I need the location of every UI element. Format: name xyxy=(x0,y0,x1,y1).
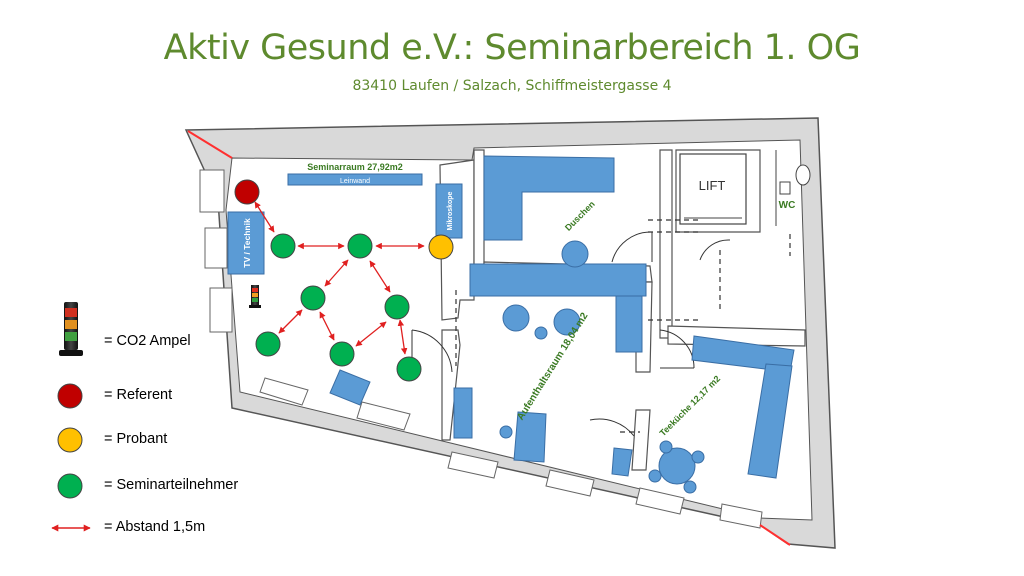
left-windows xyxy=(199,169,233,333)
distance-arrows xyxy=(254,201,425,355)
legend-co2-label: = CO2 Ampel xyxy=(104,333,191,349)
label-seminarraum: Seminarraum 27,92m2 xyxy=(307,162,403,172)
toilet-icon xyxy=(795,164,811,186)
participant-marker xyxy=(300,285,326,311)
page-subtitle: 83410 Laufen / Salzach, Schiffmeistergas… xyxy=(352,78,672,94)
probant-marker xyxy=(428,234,454,260)
corner-marker-bottom xyxy=(759,524,791,546)
participant-marker xyxy=(396,356,422,382)
legend-probant-icon xyxy=(57,427,83,453)
participant-marker xyxy=(270,233,296,259)
lift-box xyxy=(679,153,747,225)
aufenthalt-counter xyxy=(469,263,647,297)
people-markers xyxy=(234,179,454,382)
sink-icon xyxy=(779,181,791,195)
legend-teilnehmer-label: = Seminarteilnehmer xyxy=(104,477,239,493)
participant-marker xyxy=(347,233,373,259)
legend-probant-label: = Probant xyxy=(104,431,168,447)
corner-marker-top xyxy=(187,130,233,159)
participant-marker xyxy=(329,341,355,367)
duschen-round xyxy=(561,240,589,268)
aufenthalt-corner xyxy=(611,447,633,477)
duschen-counter xyxy=(483,155,615,241)
participant-marker xyxy=(255,331,281,357)
wc-label: WC xyxy=(779,200,796,211)
referent-marker xyxy=(234,179,260,205)
label-tv-technik: TV / Technik xyxy=(242,218,252,268)
legend-referent-label: = Referent xyxy=(104,387,173,403)
label-leinwand: Leinwand xyxy=(340,178,370,185)
teekueche-counter-side xyxy=(747,363,793,479)
legend-teilnehmer-icon xyxy=(57,473,83,499)
participant-marker xyxy=(384,294,410,320)
furniture xyxy=(227,155,795,494)
legend-co2-icon xyxy=(59,302,83,356)
legend-referent-icon xyxy=(57,383,83,409)
legend-abstand-label: = Abstand 1,5m xyxy=(104,519,206,535)
bottom-windows xyxy=(259,377,763,529)
aufenthalt-left-table xyxy=(453,387,473,439)
screen-leinwand xyxy=(287,173,423,186)
dashed-lines xyxy=(455,219,791,433)
aufenthalt-side xyxy=(615,295,643,353)
page-title: Aktiv Gesund e.V.: Seminarbereich 1. OG xyxy=(163,28,861,68)
teekueche-round-table xyxy=(658,447,696,485)
aufenthalt-table xyxy=(513,411,547,463)
seminar-table xyxy=(329,369,371,406)
lift-label: LIFT xyxy=(699,178,726,193)
mikroskope-table xyxy=(435,183,463,239)
label-mikroskope: Mikroskope xyxy=(447,191,454,230)
co2-ampel-small-icon xyxy=(249,285,261,308)
